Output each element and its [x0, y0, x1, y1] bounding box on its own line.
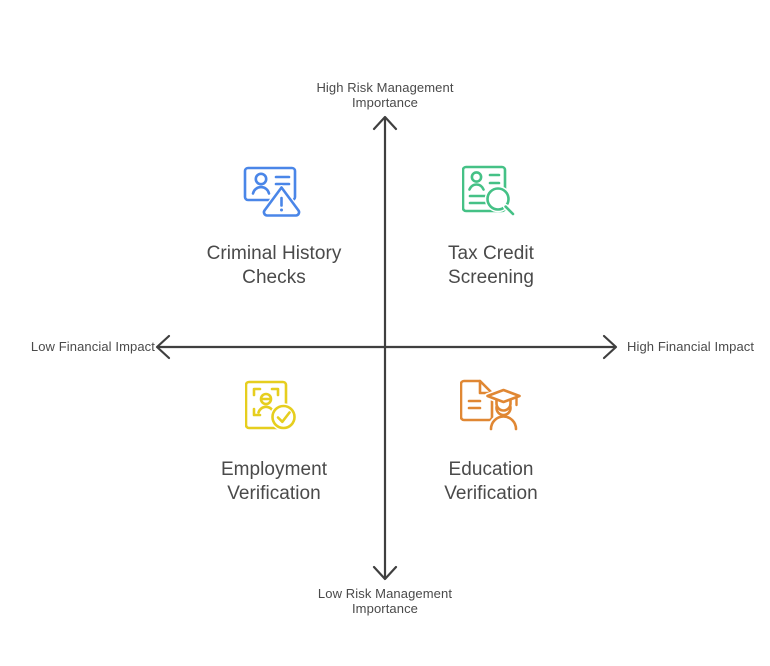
document-graduate-icon	[457, 374, 525, 436]
document-person-scan-check-icon	[240, 374, 308, 436]
quadrant-label-bottom-left: Employment Verification	[220, 459, 328, 504]
axis-label-right: High Financial Impact	[627, 339, 755, 354]
quadrant-top-right[interactable]: Tax Credit Screening	[386, 158, 596, 290]
quadrant-top-left[interactable]: Criminal History Checks	[169, 158, 379, 290]
axis-label-left: Low Financial Impact	[30, 339, 155, 354]
quadrant-label-top-right: Tax Credit Screening	[447, 243, 535, 288]
id-card-warning-icon	[240, 158, 308, 220]
horizontal-axis	[155, 334, 618, 360]
document-person-magnifier-icon	[457, 158, 525, 220]
axis-label-top: High Risk Management Importance	[316, 80, 454, 110]
quadrant-bottom-right[interactable]: Education Verification	[386, 374, 596, 506]
quadrant-bottom-left[interactable]: Employment Verification	[169, 374, 379, 506]
quadrant-label-bottom-right: Education Verification	[444, 459, 538, 504]
quadrant-label-top-left: Criminal History Checks	[206, 243, 342, 288]
axis-label-bottom: Low Risk Management Importance	[317, 586, 453, 616]
